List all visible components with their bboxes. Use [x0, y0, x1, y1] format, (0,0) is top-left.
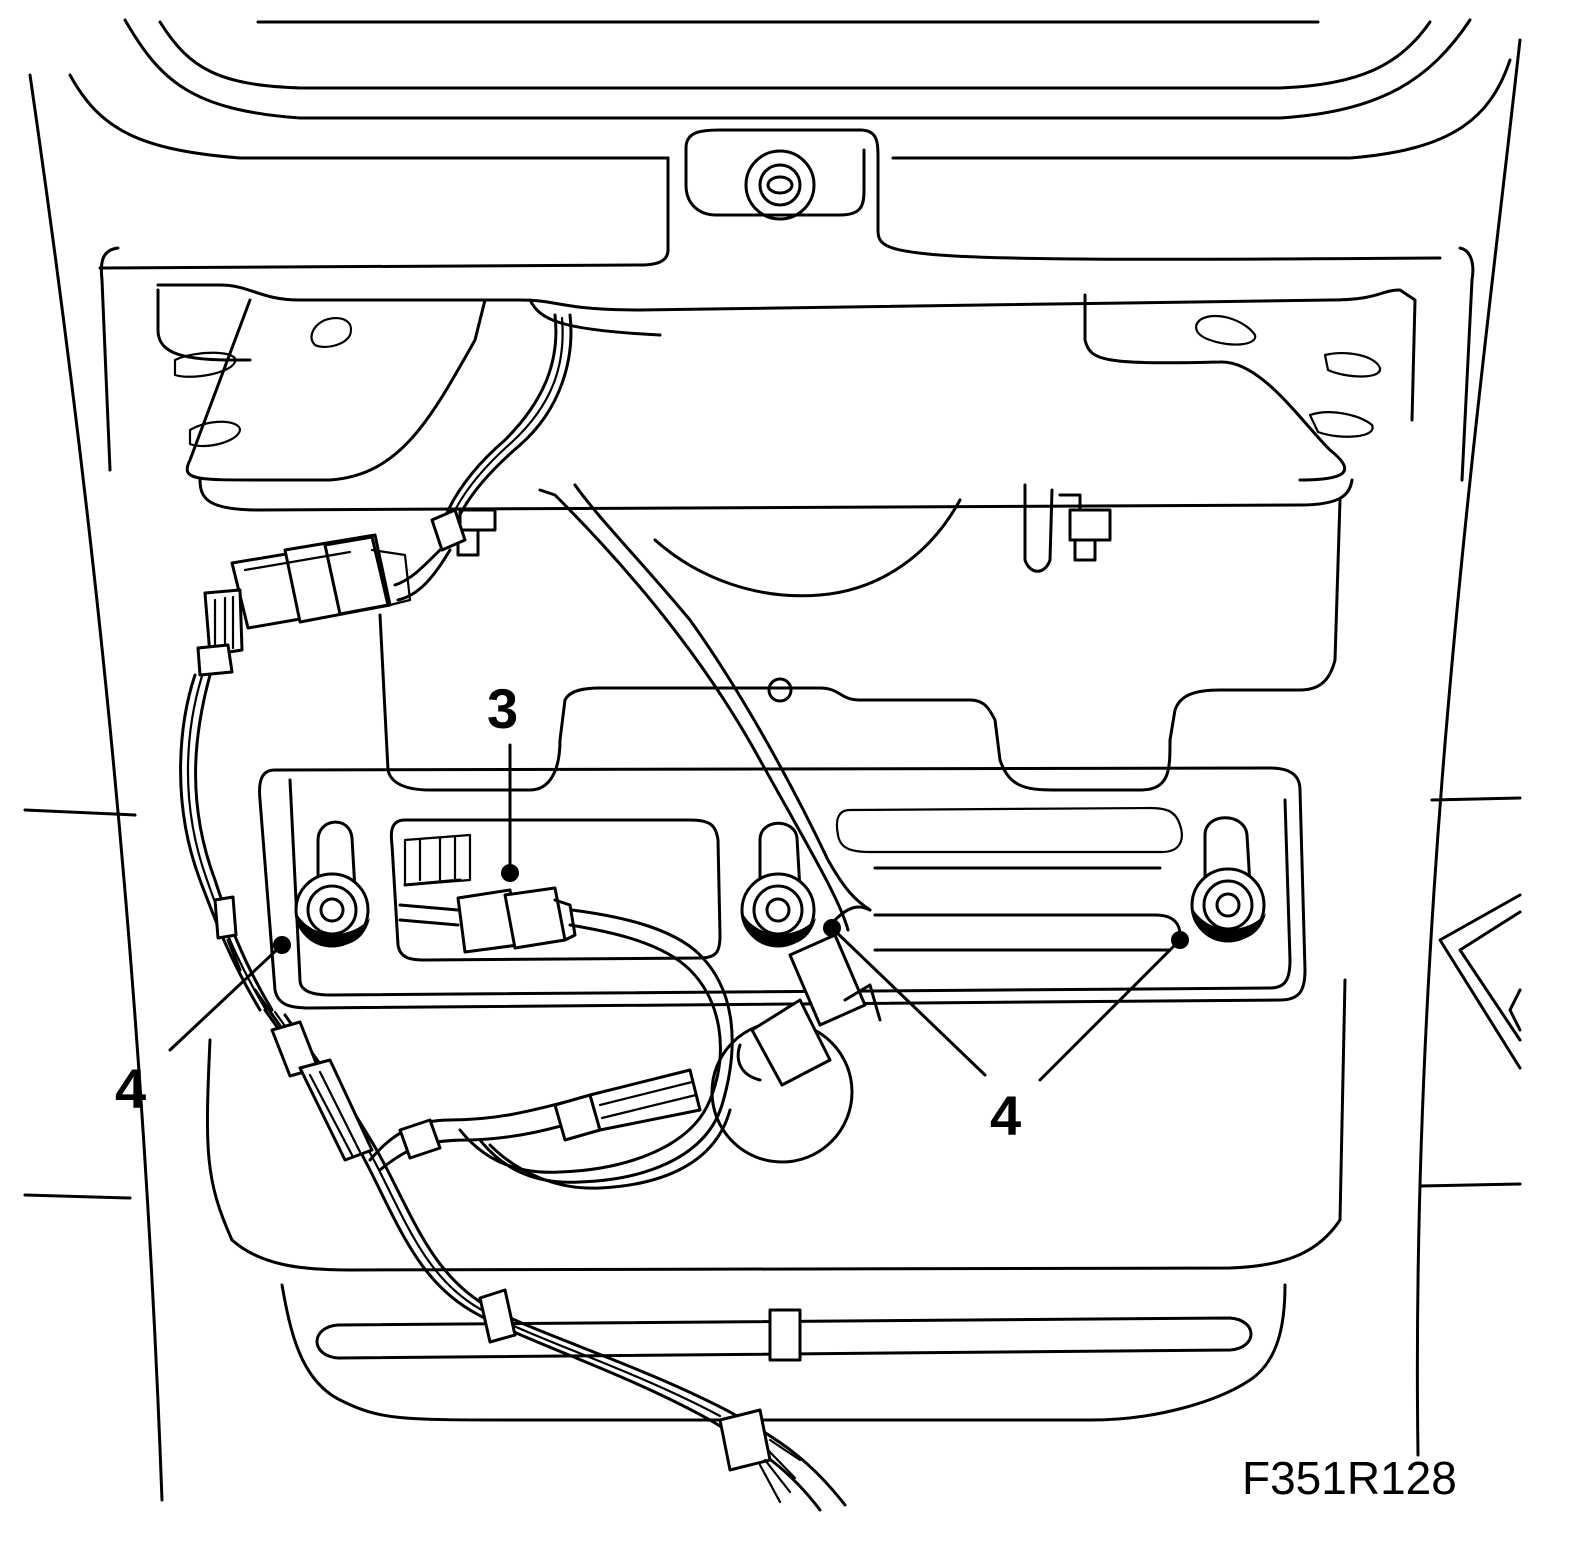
side-panels — [23, 796, 1522, 1200]
upper-panel — [99, 246, 1475, 512]
top-bracket — [98, 128, 1442, 270]
mounting-bracket — [230, 766, 1347, 1422]
mounting-screw-center-right — [740, 872, 816, 948]
figure-id: F351R128 — [1242, 1452, 1457, 1504]
radio-body — [378, 298, 1342, 792]
console-outer-walls — [28, 38, 1522, 1502]
callout-label-4-right: 4 — [990, 1084, 1021, 1147]
wiring-harness — [179, 313, 882, 1512]
upper-trim-molding — [68, 18, 1512, 160]
mounting-screw-right — [1190, 867, 1266, 943]
callout-label-3: 3 — [487, 677, 518, 740]
antenna-cable — [538, 483, 872, 932]
callout-label-4-left: 4 — [115, 1057, 146, 1120]
callout-leaders — [168, 743, 1189, 1082]
mounting-screw-left — [294, 872, 370, 948]
